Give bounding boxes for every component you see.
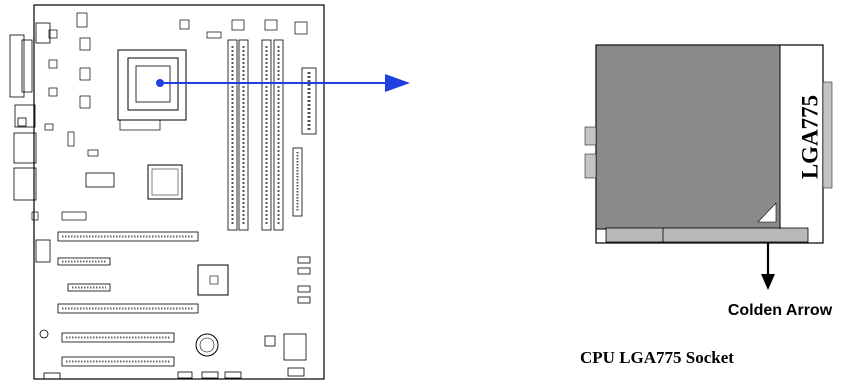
- pointer-arrowhead: [385, 74, 410, 92]
- small-components: [31, 12, 222, 221]
- golden-triangle-marker: [757, 202, 777, 223]
- rear-io-panel: [9, 22, 51, 201]
- motherboard-layout: [9, 4, 325, 380]
- southbridge-chip: [197, 264, 229, 296]
- battery: [195, 333, 219, 357]
- socket-caption: CPU LGA775 Socket: [580, 348, 734, 367]
- socket-lever: [605, 227, 809, 243]
- socket-left-tab-lower: [584, 153, 597, 179]
- socket-detail: LGA775 Colden Arrow CPU LGA775 Socket: [580, 44, 833, 367]
- pointer-arrow: [156, 74, 410, 92]
- floppy-connector: [61, 211, 87, 221]
- cpu-body: [595, 44, 781, 230]
- battery-inner: [199, 337, 215, 353]
- socket-right-hinge: [822, 81, 833, 189]
- northbridge-inner: [151, 168, 179, 196]
- golden-arrow-head: [761, 274, 775, 290]
- golden-arrow-label: Colden Arrow: [728, 302, 833, 319]
- dimm-top-blocks: [231, 19, 308, 35]
- expansion-slot-pins: [62, 235, 194, 363]
- misc-lower-components: [35, 239, 311, 380]
- dimm-slot-pins: [231, 46, 280, 224]
- socket-left-tab-upper: [584, 126, 597, 146]
- southbridge-inner: [209, 275, 219, 285]
- socket-model-label: LGA775: [797, 95, 822, 179]
- northbridge-chip: [147, 164, 183, 200]
- io-chip: [85, 172, 115, 188]
